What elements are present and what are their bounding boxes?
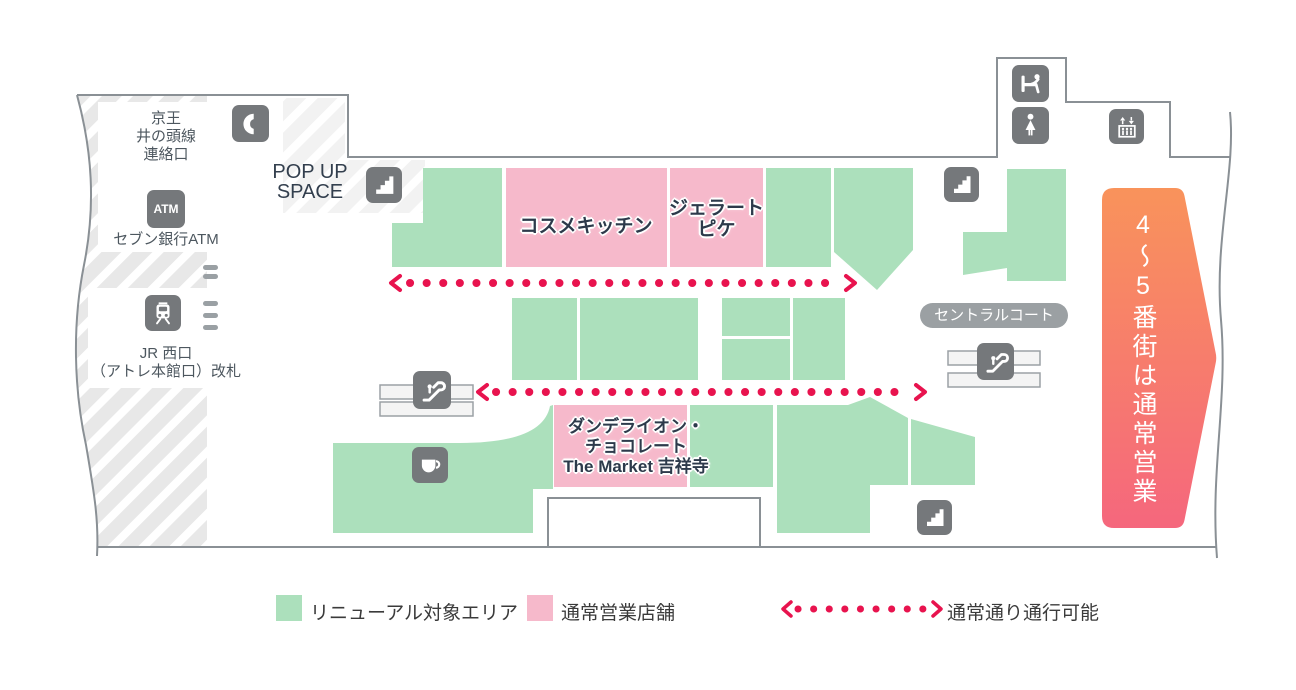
popup-space-label: POP UP SPACE — [272, 161, 348, 203]
passage-arrow-lower — [476, 383, 927, 401]
normal-shop-block-gelato — [670, 168, 763, 267]
right-torn-edge — [1214, 111, 1233, 559]
escalator-icon — [977, 343, 1014, 380]
passage-arrow-upper — [389, 274, 857, 292]
legend-passage-arrow — [781, 600, 943, 618]
renewal-block — [911, 419, 975, 485]
womens-restroom-icon — [1012, 107, 1049, 144]
renewal-block — [690, 405, 773, 487]
dandelion-chocolate-label: ダンデライオン・ チョコレート The Market 吉祥寺 — [563, 417, 709, 476]
stairs-icon — [366, 167, 402, 203]
legend-renewal-swatch — [276, 595, 302, 621]
legend-renewal-label: リニューアル対象エリア — [310, 603, 519, 624]
renewal-block — [722, 339, 790, 380]
renewal-area-blocks — [333, 168, 1066, 533]
elevator-icon — [1109, 109, 1144, 144]
baby-room-icon — [1012, 65, 1049, 102]
renewal-block — [834, 168, 913, 290]
renewal-block — [722, 298, 790, 336]
train-icon — [145, 295, 181, 331]
ticket-gate-marks — [203, 265, 218, 330]
escalator-icon — [413, 371, 451, 409]
renewal-block — [512, 298, 577, 380]
renewal-block — [793, 298, 845, 380]
stairs-icon — [944, 167, 979, 202]
legend-normal-swatch — [527, 595, 553, 621]
normal-business-blocks — [506, 168, 763, 487]
renewal-block — [580, 298, 698, 380]
stairs-icon — [917, 500, 952, 535]
normal-business-banner: 4～5番街は通常営業 — [1129, 211, 1157, 507]
atm-icon: ATM — [147, 190, 185, 228]
gelato-pique-label: ジェラート ピケ — [668, 198, 764, 240]
keio-exit-label: 京王 井の頭線 連絡口 — [135, 110, 196, 163]
seven-bank-atm-label: セブン銀行ATM — [113, 231, 219, 248]
renewal-block — [777, 397, 908, 533]
normal-business-banner-shape — [1102, 188, 1217, 528]
normal-shop-block-dandelion — [554, 405, 687, 487]
central-court-badge: セントラルコート — [920, 303, 1068, 328]
renewal-block — [766, 168, 831, 267]
bottom-entrance-notch — [547, 497, 761, 548]
cosme-kitchen-label: コスメキッチン — [519, 216, 653, 237]
left-torn-edge — [74, 94, 99, 557]
building-outline-top — [77, 57, 1231, 158]
phone-icon — [232, 105, 269, 142]
coffee-icon — [412, 447, 448, 483]
renewal-block — [392, 168, 502, 267]
normal-shop-block-cosme — [506, 168, 667, 267]
jr-west-exit-label: JR 西口 （アトレ本館口）改札 — [90, 345, 241, 380]
renewal-block — [963, 169, 1066, 281]
legend-passage-label: 通常通り通行可能 — [947, 603, 1100, 624]
legend-normal-label: 通常営業店舗 — [561, 603, 676, 624]
left-torn-edge-mask — [36, 90, 98, 556]
right-torn-edge-mask — [1215, 108, 1262, 558]
